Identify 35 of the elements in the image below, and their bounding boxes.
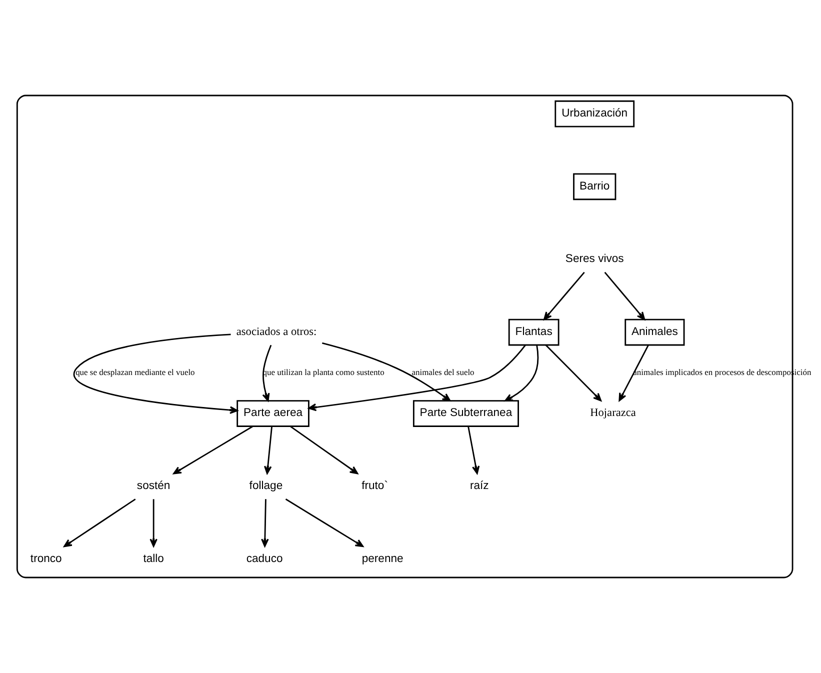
arrow: [264, 426, 273, 474]
node-text: fruto`: [362, 480, 388, 492]
arrow: [308, 344, 526, 412]
node-box: Parte aerea: [236, 400, 310, 427]
arrow: [285, 498, 364, 548]
node-text: sostén: [136, 480, 170, 492]
node-text: Seres vivos: [565, 253, 624, 266]
arrow: [150, 499, 158, 547]
arrow: [604, 272, 646, 320]
arrow: [544, 272, 585, 320]
arrow: [173, 426, 254, 474]
node-box: Barrio: [573, 173, 616, 200]
node-text: raíz: [470, 480, 489, 492]
arrow: [545, 344, 602, 402]
node-box: Urbanización: [554, 100, 635, 128]
arrow: [64, 498, 136, 548]
node-box: Animales: [624, 318, 685, 346]
node-text: caduco: [246, 552, 283, 565]
node-text: asociados a otros:: [236, 326, 317, 338]
edge-label: que se desplazan mediante el vuelo: [76, 367, 195, 378]
node-text: perenne: [362, 552, 404, 565]
edge-label: animales del suelo: [412, 367, 474, 378]
arrow: [504, 344, 539, 402]
arrow: [290, 426, 358, 474]
node-box: Parte Subterranea: [412, 400, 519, 427]
node-text: follage: [249, 480, 283, 492]
arrow: [468, 426, 480, 474]
node-text: tallo: [143, 552, 164, 565]
node-box: Flantas: [508, 318, 560, 346]
node-text: Hojarazca: [590, 407, 636, 420]
arrow: [261, 499, 269, 547]
arrow: [618, 344, 649, 402]
arrow: [322, 342, 451, 402]
arrow: [74, 334, 238, 414]
node-text: tronco: [30, 552, 62, 565]
